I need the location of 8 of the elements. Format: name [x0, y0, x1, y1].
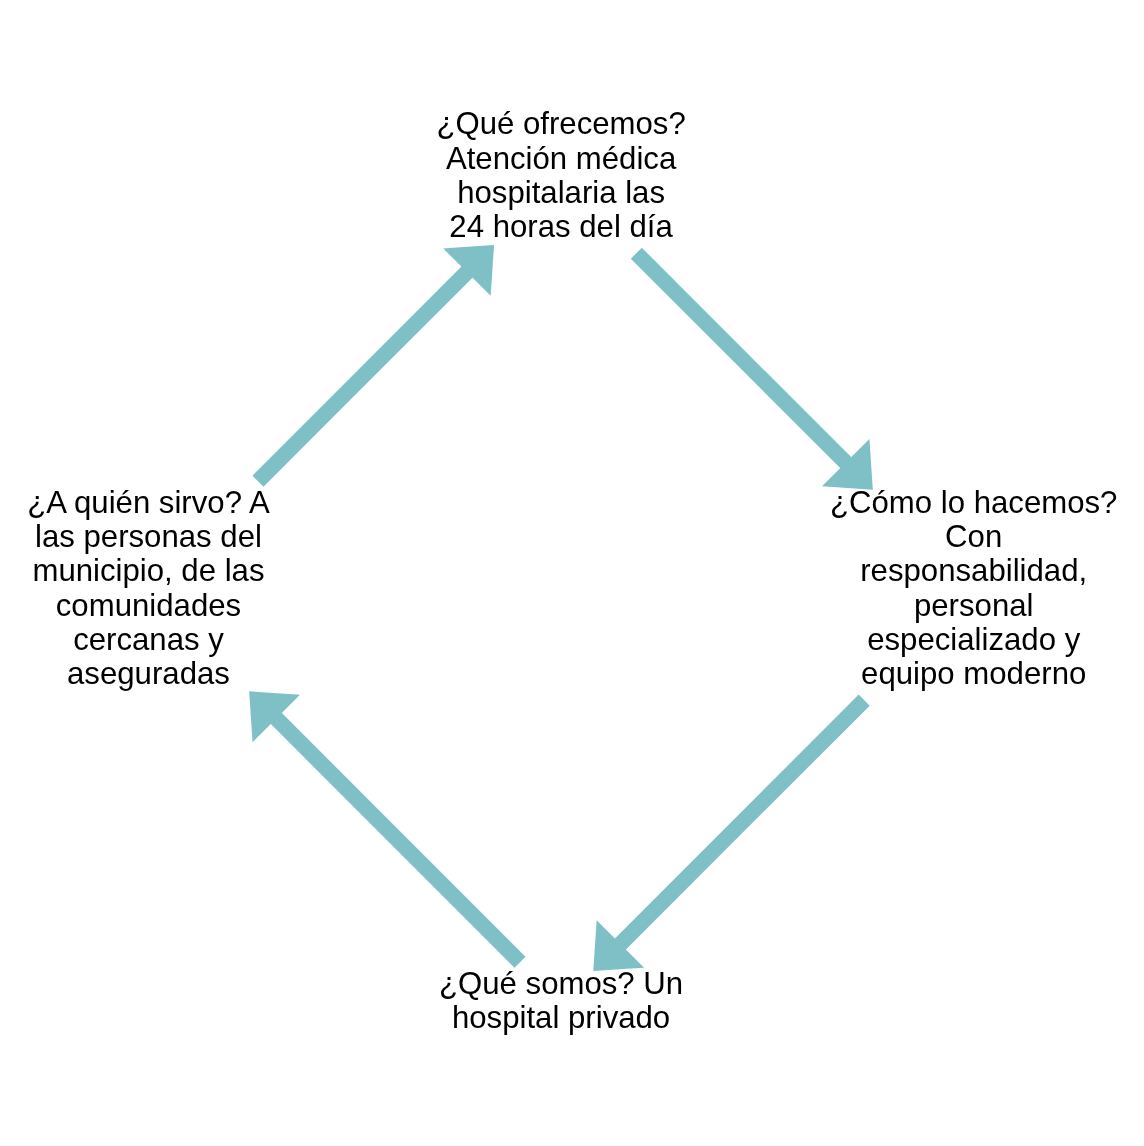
arrow — [630, 247, 873, 490]
arrow — [249, 690, 526, 968]
node-text: ¿Cómo lo hacemos? Con responsabilidad, personal especializado y equipo moderno — [829, 484, 1118, 691]
arrow — [252, 244, 495, 487]
node-text: ¿Qué ofrecemos? Atención médica hospitalaria las 24 horas del día — [436, 105, 686, 244]
arrow — [593, 694, 870, 971]
node-text: ¿Qué somos? Un hospital privado — [439, 965, 684, 1035]
node-text: ¿A quién sirvo? A las personas del municipio, de las comunidades cercanas y aseguradas — [27, 484, 270, 691]
